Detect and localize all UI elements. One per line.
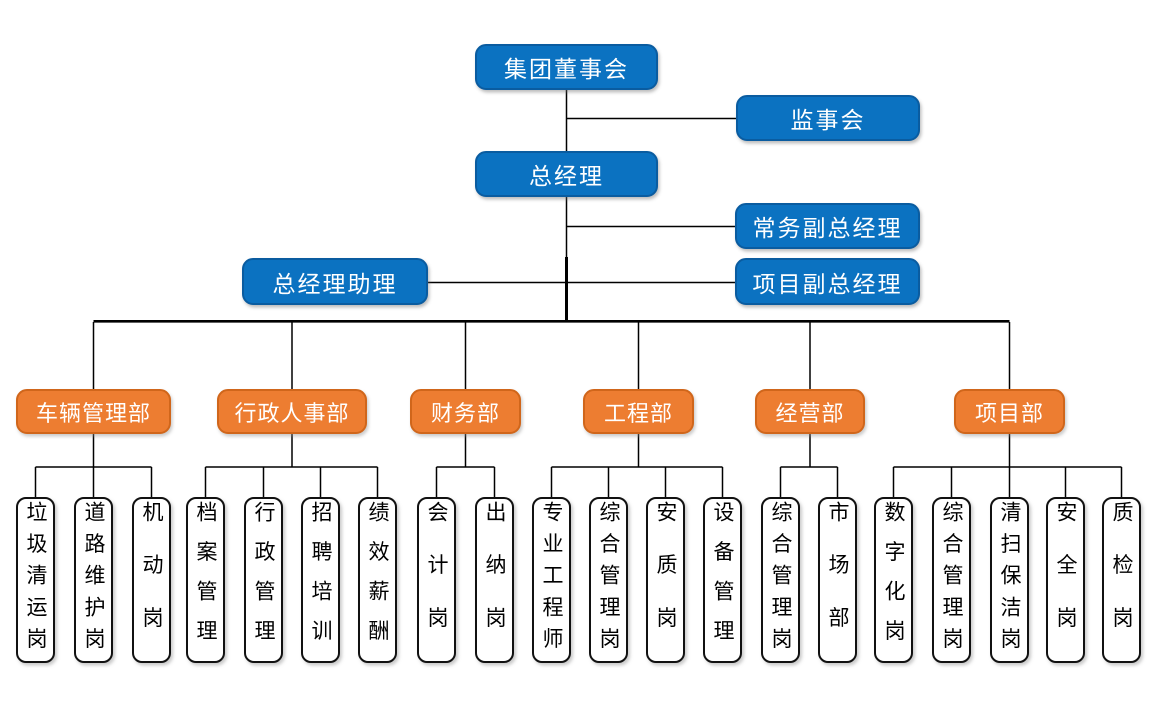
- node-position-professional-engineer: 专业工程师: [532, 497, 571, 663]
- node-position-accounting: 会计岗: [417, 497, 456, 663]
- node-gm-assistant: 总经理助理: [242, 258, 428, 305]
- node-position-cleaning: 清扫保洁岗: [990, 497, 1029, 663]
- node-position-recruit-training: 招聘培训: [301, 497, 340, 663]
- node-position-quality-inspection: 质检岗: [1102, 497, 1141, 663]
- node-position-general-management-proj: 综合管理岗: [932, 497, 971, 663]
- position-label: 机动岗: [140, 501, 163, 659]
- position-label: 综合管理岗: [597, 501, 620, 659]
- node-position-road-maintenance: 道路维护岗: [74, 497, 113, 663]
- node-executive-deputy-gm: 常务副总经理: [735, 203, 920, 249]
- node-position-garbage-collection: 垃圾清运岗: [16, 497, 55, 663]
- position-label: 市场部: [826, 501, 849, 659]
- node-general-manager: 总经理: [475, 151, 658, 197]
- position-label: 专业工程师: [540, 501, 563, 659]
- position-label: 综合管理岗: [940, 501, 963, 659]
- position-label: 垃圾清运岗: [24, 501, 47, 659]
- position-label: 清扫保洁岗: [998, 501, 1021, 659]
- node-supervisory-board: 监事会: [736, 95, 920, 141]
- node-position-general-management-eng: 综合管理岗: [589, 497, 628, 663]
- node-position-mobile: 机动岗: [132, 497, 171, 663]
- node-dept-vehicle-management: 车辆管理部: [16, 389, 171, 434]
- node-position-digitalization: 数字化岗: [874, 497, 913, 663]
- node-dept-project: 项目部: [954, 389, 1065, 434]
- node-position-archives: 档案管理: [186, 497, 225, 663]
- position-label: 出纳岗: [483, 501, 506, 659]
- position-label: 招聘培训: [309, 501, 332, 659]
- node-dept-admin-hr: 行政人事部: [217, 389, 367, 434]
- position-label: 质检岗: [1110, 501, 1133, 659]
- node-position-administration: 行政管理: [244, 497, 283, 663]
- position-label: 道路维护岗: [82, 501, 105, 659]
- node-dept-finance: 财务部: [410, 389, 521, 434]
- node-position-performance-pay: 绩效薪酬: [358, 497, 397, 663]
- node-position-general-management-ops: 综合管理岗: [761, 497, 800, 663]
- position-label: 设备管理: [711, 501, 734, 659]
- node-position-equipment-management: 设备管理: [703, 497, 742, 663]
- node-dept-engineering: 工程部: [583, 389, 694, 434]
- position-label: 会计岗: [425, 501, 448, 659]
- node-dept-operations: 经营部: [755, 389, 865, 434]
- position-label: 综合管理岗: [769, 501, 792, 659]
- node-position-market: 市场部: [818, 497, 857, 663]
- node-project-deputy-gm: 项目副总经理: [735, 258, 920, 305]
- position-label: 数字化岗: [882, 501, 905, 659]
- position-label: 绩效薪酬: [366, 501, 389, 659]
- node-position-safety-quality: 安质岗: [646, 497, 685, 663]
- position-label: 安质岗: [654, 501, 677, 659]
- position-label: 档案管理: [194, 501, 217, 659]
- position-label: 行政管理: [252, 501, 275, 659]
- node-board: 集团董事会: [475, 44, 658, 90]
- node-position-cashier: 出纳岗: [475, 497, 514, 663]
- node-position-safety: 安全岗: [1046, 497, 1085, 663]
- position-label: 安全岗: [1054, 501, 1077, 659]
